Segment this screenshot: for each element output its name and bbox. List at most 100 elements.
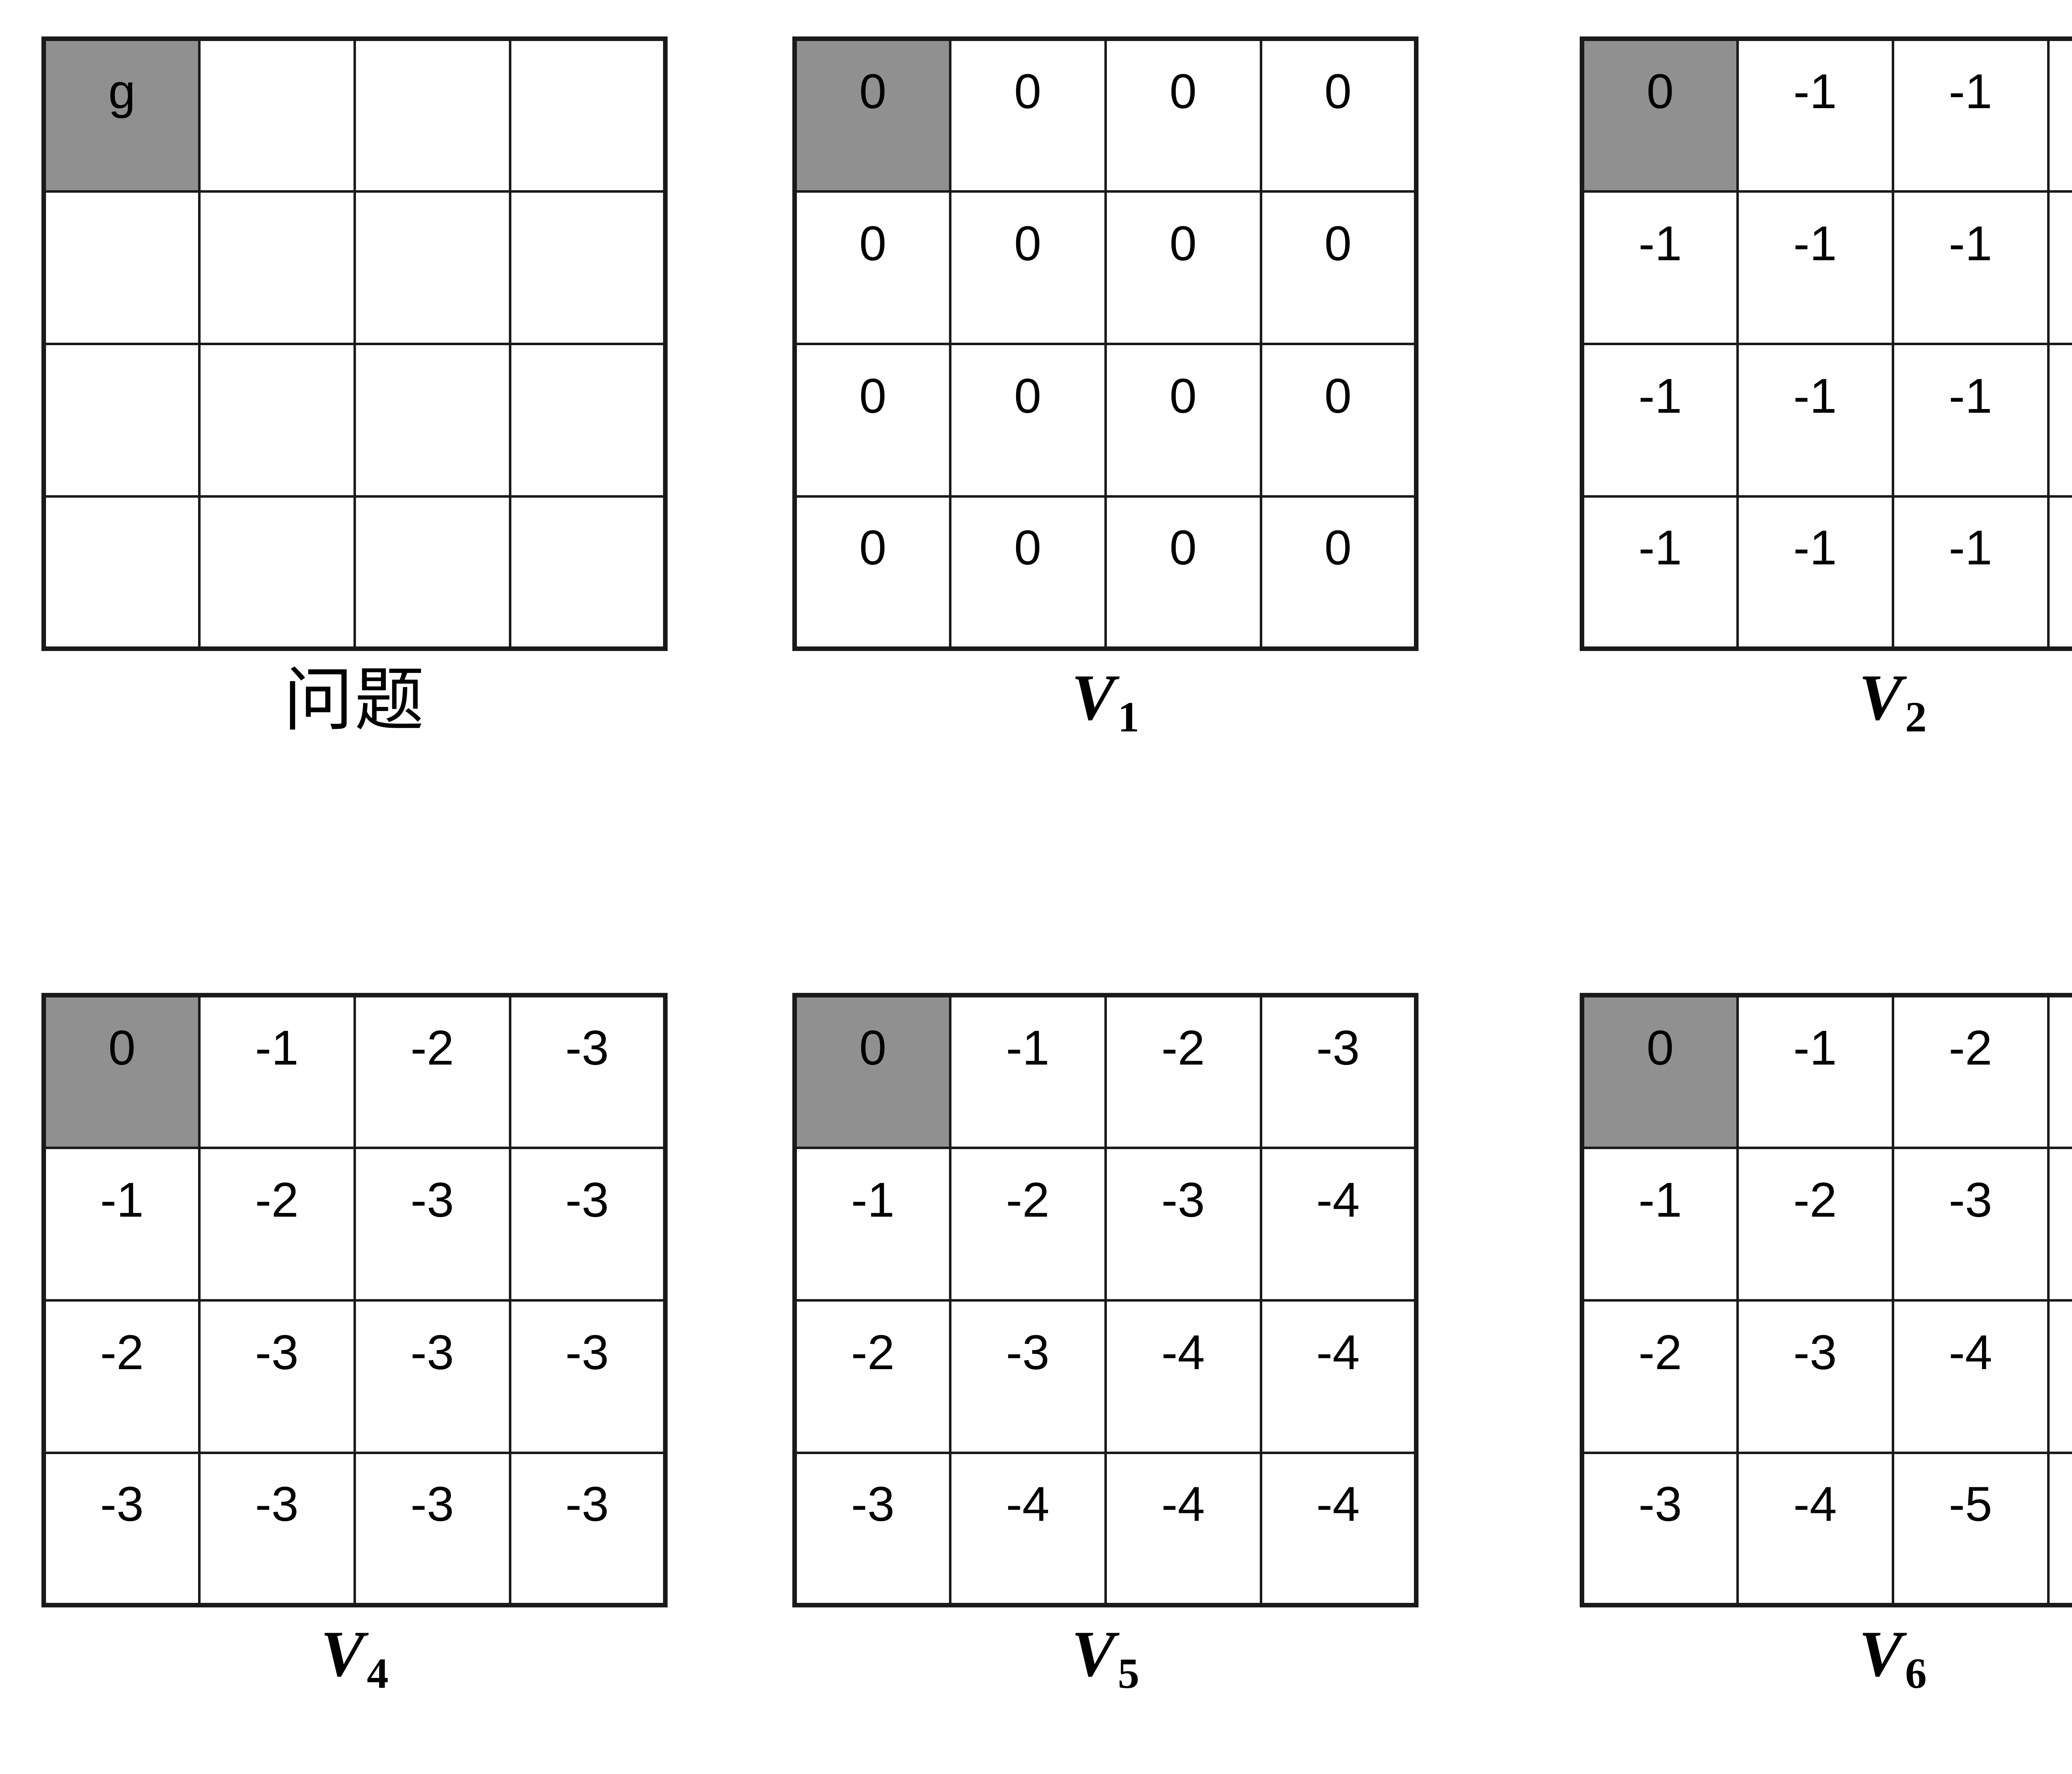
grid-cell[interactable]: -1 xyxy=(1893,191,2050,345)
grid-cell[interactable]: -1 xyxy=(1582,1147,1739,1302)
grid-cell[interactable] xyxy=(354,344,511,498)
grid-cell-goal[interactable]: 0 xyxy=(44,995,201,1149)
cell-value: -1 xyxy=(1949,216,1992,271)
panel-caption-v1: V1 xyxy=(1072,665,1140,739)
grid-cell[interactable]: -1 xyxy=(1737,39,1894,193)
grid-cell[interactable]: 0 xyxy=(794,496,951,649)
grid-cell[interactable]: 0 xyxy=(1105,344,1262,498)
grid-cell[interactable]: -1 xyxy=(1737,344,1894,498)
grid-cell[interactable]: 0 xyxy=(950,39,1107,193)
grid-cell[interactable]: -2 xyxy=(1105,995,1262,1149)
grid-cell[interactable]: -4 xyxy=(1105,1452,1262,1605)
grid-cell[interactable]: -3 xyxy=(2048,995,2072,1149)
grid-cell[interactable]: -5 xyxy=(1893,1452,2050,1605)
grid-cell[interactable]: -2 xyxy=(794,1300,951,1454)
grid-cell[interactable] xyxy=(199,344,356,498)
grid-cell[interactable]: -1 xyxy=(2048,191,2072,345)
grid-cell[interactable]: -3 xyxy=(510,1453,666,1605)
grid-cell[interactable]: -3 xyxy=(510,1147,666,1302)
grid-cell[interactable]: -3 xyxy=(354,1452,511,1605)
grid-row: -3-3-3-3 xyxy=(44,1452,666,1605)
grid-cell[interactable]: -1 xyxy=(1893,39,2050,193)
grid-cell[interactable]: -3 xyxy=(950,1300,1107,1454)
grid-cell[interactable]: -3 xyxy=(1261,995,1416,1149)
grid-cell[interactable]: -3 xyxy=(510,995,666,1149)
grid-cell[interactable]: -5 xyxy=(2048,1300,2072,1454)
grid-cell-goal[interactable]: 0 xyxy=(794,995,951,1149)
grid-cell[interactable]: -1 xyxy=(2048,39,2072,193)
grid-cell[interactable]: -3 xyxy=(199,1452,356,1605)
grid-cell[interactable]: 0 xyxy=(794,191,951,345)
grid-cell[interactable]: -4 xyxy=(950,1452,1107,1605)
grid-cell[interactable]: -4 xyxy=(1261,1453,1416,1605)
grid-cell-goal[interactable]: g xyxy=(44,39,201,193)
grid-cell[interactable]: -1 xyxy=(1893,344,2050,498)
grid-cell[interactable]: -1 xyxy=(2048,496,2072,649)
grid-cell[interactable]: -1 xyxy=(199,995,356,1149)
grid-cell[interactable]: 0 xyxy=(950,191,1107,345)
grid-cell[interactable]: -3 xyxy=(354,1147,511,1302)
grid-cell[interactable]: -1 xyxy=(1737,496,1894,649)
grid-cell[interactable]: -1 xyxy=(1582,344,1739,498)
grid-cell[interactable]: -3 xyxy=(510,1300,666,1454)
grid-cell[interactable] xyxy=(44,496,201,649)
grid-cell[interactable]: 0 xyxy=(1105,191,1262,345)
grid-cell[interactable] xyxy=(199,496,356,649)
grid-cell[interactable]: 0 xyxy=(1105,39,1262,193)
grid-cell[interactable]: -2 xyxy=(354,995,511,1149)
grid-cell[interactable]: 0 xyxy=(950,344,1107,498)
grid-cell[interactable]: 0 xyxy=(950,496,1107,649)
grid-cell[interactable] xyxy=(510,344,666,498)
grid-cell[interactable]: -2 xyxy=(199,1147,356,1302)
grid-cell[interactable]: -4 xyxy=(1261,1300,1416,1454)
grid-cell-goal[interactable]: 0 xyxy=(794,39,951,193)
grid-row: 0-1-1-1 xyxy=(1582,39,2072,193)
grid-cell[interactable]: -3 xyxy=(1737,1300,1894,1454)
grid-cell[interactable]: 0 xyxy=(1261,39,1416,193)
grid-cell[interactable]: -2 xyxy=(950,1147,1107,1302)
grid-cell-goal[interactable]: 0 xyxy=(1582,995,1739,1149)
grid-cell[interactable] xyxy=(199,191,356,345)
grid-cell[interactable]: 0 xyxy=(794,344,951,498)
grid-cell[interactable] xyxy=(510,39,666,193)
grid-cell[interactable]: -1 xyxy=(2048,344,2072,498)
grid-cell[interactable]: -3 xyxy=(354,1300,511,1454)
grid-cell[interactable]: -2 xyxy=(1893,995,2050,1149)
grid-cell[interactable] xyxy=(510,191,666,345)
grid-cell[interactable]: -3 xyxy=(44,1452,201,1605)
grid-cell[interactable]: -3 xyxy=(199,1300,356,1454)
grid-cell[interactable]: 0 xyxy=(1105,496,1262,649)
grid-cell[interactable] xyxy=(510,496,666,649)
grid-cell[interactable]: -5 xyxy=(2048,1453,2072,1605)
grid-cell[interactable]: -1 xyxy=(1737,995,1894,1149)
grid-cell[interactable]: -2 xyxy=(44,1300,201,1454)
grid-cell[interactable]: -3 xyxy=(1582,1452,1739,1605)
grid-cell[interactable] xyxy=(354,496,511,649)
grid-cell[interactable]: 0 xyxy=(1261,344,1416,498)
grid-cell[interactable] xyxy=(44,344,201,498)
grid-cell[interactable]: -4 xyxy=(1893,1300,2050,1454)
grid-cell[interactable]: -4 xyxy=(2048,1147,2072,1302)
grid-cell[interactable]: -3 xyxy=(1105,1147,1262,1302)
grid-cell-goal[interactable]: 0 xyxy=(1582,39,1739,193)
grid-cell[interactable]: -2 xyxy=(1582,1300,1739,1454)
grid-cell[interactable]: -3 xyxy=(794,1452,951,1605)
grid-cell[interactable]: 0 xyxy=(1261,496,1416,649)
grid-cell[interactable] xyxy=(199,39,356,193)
grid-cell[interactable]: -3 xyxy=(1893,1147,2050,1302)
grid-cell[interactable]: -4 xyxy=(1261,1147,1416,1302)
grid-cell[interactable]: -4 xyxy=(1105,1300,1262,1454)
grid-cell[interactable] xyxy=(354,191,511,345)
grid-cell[interactable]: -2 xyxy=(1737,1147,1894,1302)
grid-cell[interactable] xyxy=(44,191,201,345)
grid-cell[interactable]: -1 xyxy=(1582,191,1739,345)
grid-cell[interactable]: -1 xyxy=(950,995,1107,1149)
grid-cell[interactable]: -1 xyxy=(1737,191,1894,345)
grid-cell[interactable]: -4 xyxy=(1737,1452,1894,1605)
grid-cell[interactable]: -1 xyxy=(1582,496,1739,649)
grid-cell[interactable]: 0 xyxy=(1261,191,1416,345)
grid-cell[interactable]: -1 xyxy=(1893,496,2050,649)
grid-cell[interactable]: -1 xyxy=(44,1147,201,1302)
grid-cell[interactable] xyxy=(354,39,511,193)
grid-cell[interactable]: -1 xyxy=(794,1147,951,1302)
